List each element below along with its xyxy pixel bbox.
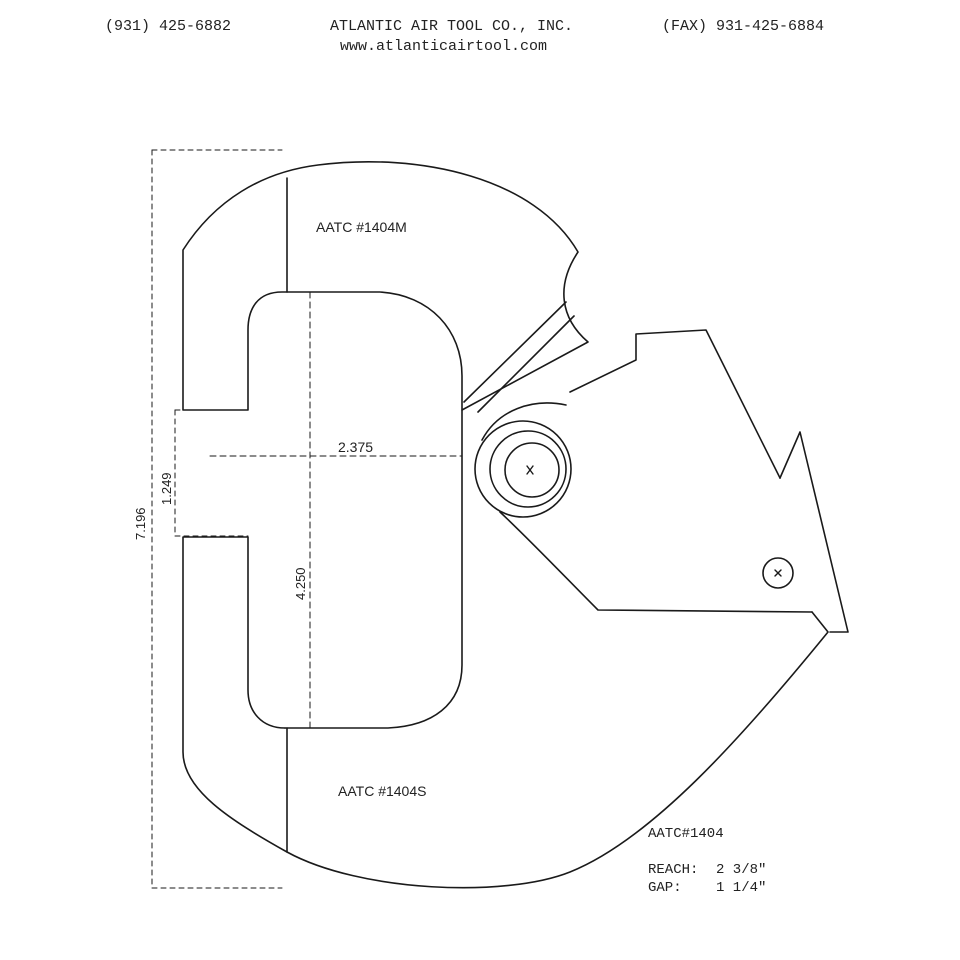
upper-jaw-outline <box>182 160 589 411</box>
spec-model: AATC#1404 <box>648 826 724 842</box>
jaw-cavity-edge <box>284 409 463 729</box>
gap-dimension-label: 1.249 <box>159 472 174 505</box>
overall-height-dimension <box>151 149 283 889</box>
secondary-pin-icon <box>774 569 782 577</box>
inner-height-label: 4.250 <box>293 567 308 600</box>
overall-height-label: 7.196 <box>133 507 148 540</box>
spec-reach-value: 2 3/8" <box>716 862 767 878</box>
header-phone: (931) 425-6882 <box>105 18 232 35</box>
header-fax: (FAX) 931-425-6884 <box>662 18 825 35</box>
secondary-pin <box>762 557 794 589</box>
pivot-lower-edge <box>499 511 813 613</box>
spec-gap-value: 1 1/4" <box>716 880 767 896</box>
trigger-tooth <box>779 431 849 633</box>
pivot-housing <box>569 329 781 479</box>
lower-jaw-outline <box>182 536 829 889</box>
spec-reach-label: REACH: <box>648 862 699 878</box>
gap-dimension <box>174 409 249 537</box>
linkage-bars <box>463 301 575 413</box>
reach-dimension-label: 2.375 <box>338 439 373 455</box>
pivot-assembly <box>474 402 572 518</box>
pivot-pin-icon <box>526 465 534 475</box>
lower-part-label: AATC #1404S <box>338 783 426 799</box>
spec-gap-label: GAP: <box>648 880 682 896</box>
upper-part-label: AATC #1404M <box>316 219 407 235</box>
header-website: www.atlanticairtool.com <box>340 38 548 55</box>
header-company-name: ATLANTIC AIR TOOL CO., INC. <box>330 18 574 35</box>
